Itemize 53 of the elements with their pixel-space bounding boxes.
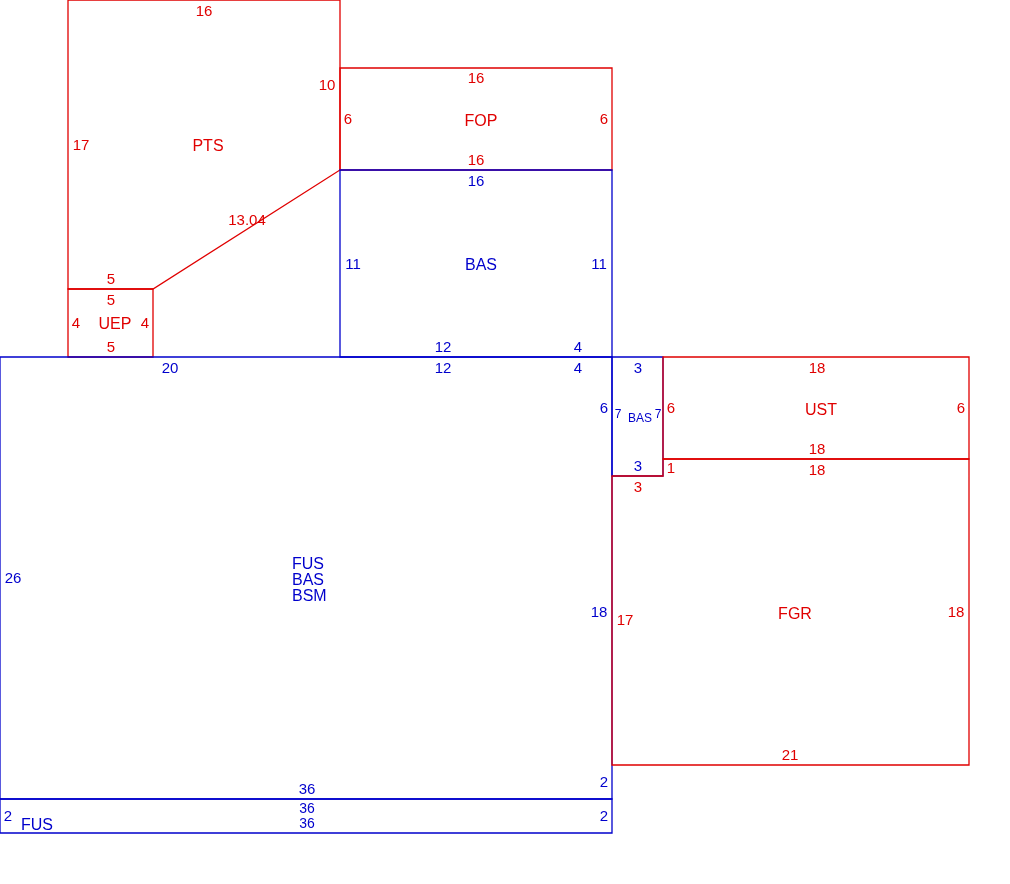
- dimension-label: 3: [633, 457, 643, 473]
- dimension-label: 11: [345, 255, 361, 271]
- dimension-label: 5: [106, 270, 116, 286]
- dimension-label: 5: [106, 338, 116, 354]
- dimension-label: 2: [599, 807, 609, 823]
- dimension-label: 17: [72, 136, 90, 152]
- dimension-label: 20: [161, 359, 179, 375]
- room-label: FUS BAS BSM: [292, 556, 328, 604]
- dimension-label: 2: [3, 807, 13, 823]
- dimension-label: 26: [4, 569, 22, 585]
- dimension-label: 4: [573, 338, 583, 354]
- dimension-label: 3: [633, 478, 643, 494]
- dimension-label: 18: [808, 440, 826, 456]
- dimension-label: 18: [947, 603, 965, 619]
- room-label: BAS: [465, 257, 497, 273]
- room-label: FOP: [464, 113, 498, 129]
- dimension-label: 5: [106, 291, 116, 307]
- dimension-label: 7: [614, 408, 622, 420]
- dimension-label: 3: [633, 359, 643, 375]
- dimension-label: 16: [467, 172, 485, 188]
- dimension-label: 4: [140, 314, 150, 330]
- room-label: BAS: [628, 412, 652, 424]
- dimension-label: 36: [298, 780, 316, 796]
- dimension-label: 2: [599, 773, 609, 789]
- dimension-label: 21: [781, 746, 799, 762]
- dimension-label: 6: [599, 399, 609, 415]
- dimension-label: 4: [573, 359, 583, 375]
- dimension-label: 36: [299, 816, 315, 830]
- dimension-label: 18: [808, 461, 826, 477]
- dimension-label: 16: [195, 2, 213, 18]
- room-label: FUS: [21, 817, 53, 833]
- dimension-label: 6: [343, 110, 353, 126]
- dimension-label: 4: [71, 314, 81, 330]
- dimension-label: 13.04: [228, 211, 266, 227]
- dimension-label: 18: [590, 603, 608, 619]
- dimension-label: 6: [956, 399, 966, 415]
- room-label: UST: [805, 402, 837, 418]
- dimension-label: 6: [599, 110, 609, 126]
- dimension-label: 10: [318, 76, 336, 92]
- room-label: UEP: [98, 316, 132, 332]
- dimension-label: 12: [434, 338, 452, 354]
- dimension-label: 11: [591, 255, 607, 271]
- dimension-label: 1: [666, 459, 676, 475]
- room-label: PTS: [192, 138, 224, 154]
- dimension-label: 16: [467, 151, 485, 167]
- dimension-label: 17: [616, 611, 634, 627]
- dimension-label: 7: [654, 408, 662, 420]
- dimension-label: 18: [808, 359, 826, 375]
- dimension-label: 36: [299, 801, 315, 815]
- dimension-label: 12: [434, 359, 452, 375]
- dimension-label: 16: [467, 69, 485, 85]
- room-label: FGR: [778, 606, 812, 622]
- dimension-label: 6: [666, 399, 676, 415]
